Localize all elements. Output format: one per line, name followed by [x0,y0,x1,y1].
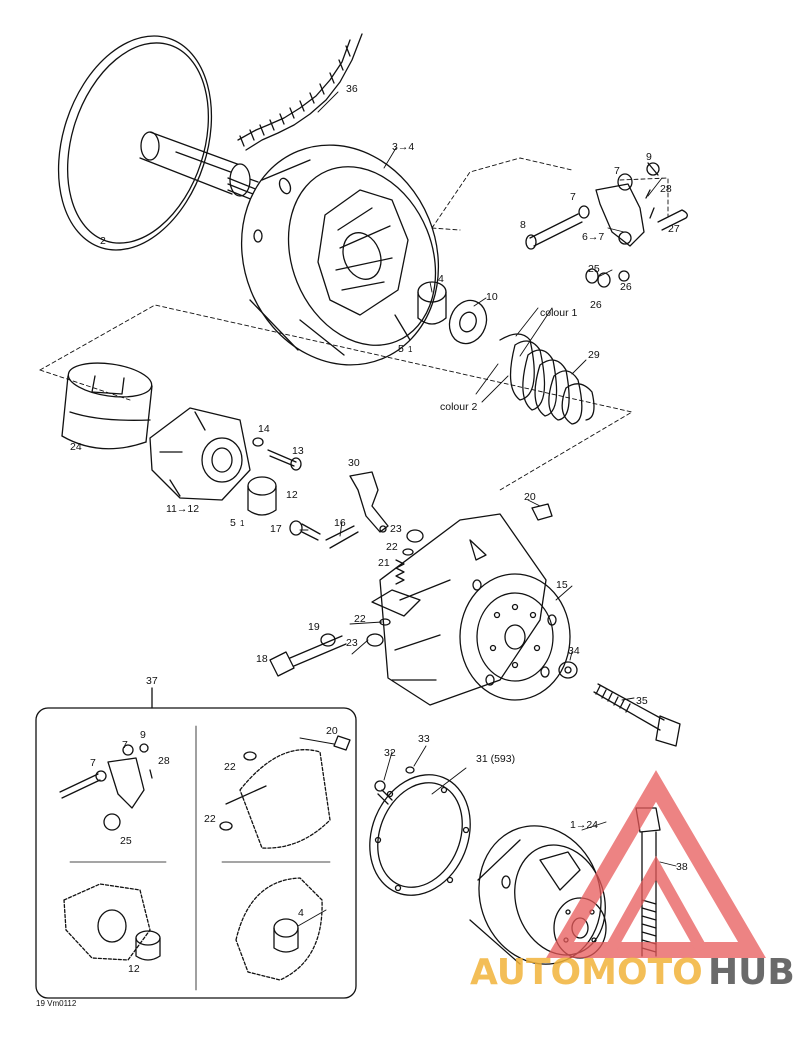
leader-lines [297,91,677,927]
label-24: 24 [70,441,82,453]
label-9b: 9 [140,729,146,741]
label-25b: 25 [120,835,132,847]
label-7c: 7 [122,739,128,751]
label-14: 14 [258,423,270,435]
bushing-part-12 [247,476,277,516]
label-17: 17 [270,523,282,535]
label-5a: 5 [398,343,404,355]
label-12a: 12 [286,489,298,501]
label-29: 29 [588,349,600,361]
label-1a: 1 [408,345,413,354]
label-2: 2 [100,235,106,247]
label-7d: 7 [90,757,96,769]
washer-part-34 [558,661,578,679]
label-28b: 28 [158,755,170,767]
bolt-part-17 [289,520,321,541]
label-16: 16 [334,517,346,529]
label-37: 37 [146,675,158,687]
label-23a: 23 [390,523,402,535]
bolt-part-18 [269,635,347,677]
fixed-sheave-part-2 [57,35,259,251]
label-38: 38 [676,861,688,873]
watermark-triangle-logo [546,770,766,958]
label-22b: 22 [354,613,366,625]
washer-part-10 [448,299,488,345]
label-25a: 25 [588,263,600,275]
label-22c: 22 [224,761,236,773]
roller-part-23 [366,529,424,647]
washer-part-19 [320,633,336,647]
label-4b: 4 [298,907,304,919]
washer-part-33 [405,766,415,774]
label-33: 33 [418,733,430,745]
bolt-part-35 [593,683,681,747]
bushing-part-4 [417,281,447,325]
lever-assembly-parts-6-9 [525,162,688,288]
screw-part-13 [267,449,302,471]
assembly-guide-lines [39,157,669,491]
label-15: 15 [556,579,568,591]
watermark-text-hub: HUB [708,952,795,993]
watermark-text-automoto: AUTOMOTO [470,952,703,993]
washer-part-14 [252,437,264,447]
label-35: 35 [636,695,648,707]
part-labels: 36 2 3→4 9 7 28 7 8 6→7 27 25 26 26 4 10… [36,83,688,1008]
arm-part-15b [371,589,421,617]
spring-part-29 [499,333,595,425]
label-5b: 5 [230,517,236,529]
label-27: 27 [668,223,680,235]
reference-code: 19 Vm0112 [36,999,77,1008]
label-28a: 28 [660,183,672,195]
drive-belt-part-36 [237,33,363,151]
inset-box-part-37 [35,687,357,999]
gasket-part-31 [369,774,471,896]
pin-part-16 [325,525,359,549]
label-11-12: 11→12 [166,503,199,515]
label-20b: 20 [326,725,338,737]
label-18: 18 [256,653,268,665]
label-7a: 7 [614,165,620,177]
spring-part-21 [395,559,405,585]
governor-cup-part-15 [379,513,571,706]
label-26b: 26 [590,299,602,311]
label-4a: 4 [438,273,444,285]
label-13: 13 [292,445,304,457]
label-10: 10 [486,291,498,303]
label-6-7: 6→7 [582,231,604,243]
label-30: 30 [348,457,360,469]
label-22d: 22 [204,813,216,825]
label-34: 34 [568,645,580,657]
screw-part-32 [374,780,393,805]
label-36: 36 [346,83,358,95]
label-3-4: 3→4 [392,141,414,153]
label-19: 19 [308,621,320,633]
label-colour-1: colour 1 [540,307,578,319]
nut-part-20 [531,503,553,521]
label-23b: 23 [346,637,358,649]
sleeve-part-24 [61,362,153,450]
label-31: 31 (593) [476,753,515,765]
label-colour-2: colour 2 [440,401,478,413]
label-12b: 12 [128,963,140,975]
label-9a: 9 [646,151,652,163]
label-20a: 20 [524,491,536,503]
label-26a: 26 [620,281,632,293]
movable-sheave-part-3 [240,144,440,366]
housing-part-11 [149,407,251,501]
label-32: 32 [384,747,396,759]
watermark: AUTOMOTO HUB [470,770,795,993]
label-7b: 7 [570,191,576,203]
label-22a: 22 [386,541,398,553]
label-21: 21 [378,557,390,569]
label-8: 8 [520,219,526,231]
cam-lever-part-30 [349,471,389,533]
label-1-24: 1→24 [570,819,598,831]
label-1b: 1 [240,519,245,528]
